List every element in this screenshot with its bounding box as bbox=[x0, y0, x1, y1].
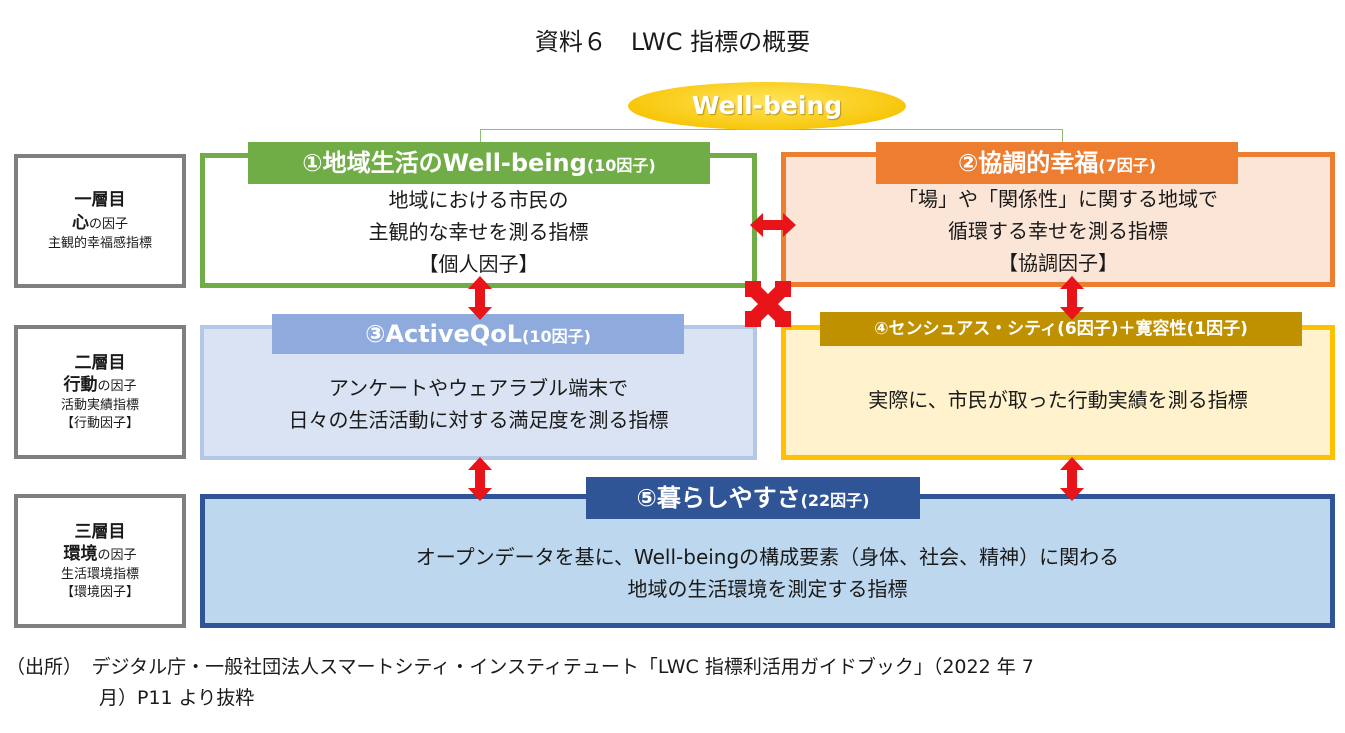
well-being-ellipse: Well-being bbox=[628, 82, 906, 130]
box-line: 「場」や「関係性」に関する地域で bbox=[898, 186, 1218, 211]
box-line: 地域の生活環境を測定する指標 bbox=[627, 577, 908, 601]
box-header-livability: ⑤暮らしやすさ(22因子) bbox=[586, 477, 920, 519]
layer-desc: 生活環境指標 bbox=[60, 567, 139, 583]
page-title: 資料６ LWC 指標の概要 bbox=[534, 28, 811, 56]
box-line: オープンデータを基に、Well-beingの構成要素（身体、社会、精神）に関わる bbox=[415, 545, 1120, 569]
box-line: 地域における市民の bbox=[388, 187, 569, 212]
source-note: （出所） デジタル庁・一般社団法人スマートシティ・インスティテュート「LWC 指… bbox=[6, 652, 1034, 714]
cross-arrows-icon bbox=[745, 281, 791, 327]
layer-heading: 心の因子 bbox=[71, 213, 128, 234]
layer-heading: 行動の因子 bbox=[63, 375, 137, 396]
box-header-cooperative: ②協調的幸福(7因子) bbox=[876, 142, 1238, 184]
box-line: 【個人因子】 bbox=[418, 251, 539, 276]
layer-level: 一層目 bbox=[74, 190, 126, 211]
box-header-active-qol: ③ActiveQoL(10因子) bbox=[272, 314, 684, 354]
arrow-vertical-icon bbox=[468, 276, 492, 320]
source-line: 月）P11 より抜粋 bbox=[99, 687, 255, 709]
box-line: 循環する幸せを測る指標 bbox=[948, 218, 1168, 243]
layer-level: 三層目 bbox=[74, 521, 126, 542]
arrow-vertical-icon bbox=[1060, 457, 1084, 501]
box-cooperative-happiness: 「場」や「関係性」に関する地域で 循環する幸せを測る指標 【協調因子】 bbox=[781, 152, 1335, 287]
layer-tag: 【行動因子】 bbox=[60, 415, 139, 431]
arrow-horizontal-icon bbox=[750, 213, 796, 237]
box-line: アンケートやウェアラブル端末で bbox=[328, 375, 629, 400]
layer-tag: 【環境因子】 bbox=[60, 584, 139, 600]
layer-desc: 活動実績指標 bbox=[60, 398, 139, 414]
box-line: 日々の生活活動に対する満足度を測る指標 bbox=[288, 407, 669, 432]
box-line: 実際に、市民が取った行動実績を測る指標 bbox=[868, 387, 1248, 412]
layer-1-label: 一層目 心の因子 主観的幸福感指標 bbox=[14, 154, 186, 288]
box-line: 主観的な幸せを測る指標 bbox=[368, 219, 589, 244]
arrow-vertical-icon bbox=[468, 457, 492, 501]
box-header-local-life: ①地域生活のWell-being(10因子) bbox=[248, 142, 710, 184]
source-line: （出所） デジタル庁・一般社団法人スマートシティ・インスティテュート「LWC 指… bbox=[6, 656, 1034, 678]
box-line: 【協調因子】 bbox=[998, 250, 1118, 275]
layer-desc: 主観的幸福感指標 bbox=[47, 236, 152, 252]
layer-3-label: 三層目 環境の因子 生活環境指標 【環境因子】 bbox=[14, 494, 186, 628]
layer-level: 二層目 bbox=[74, 352, 126, 373]
layer-2-label: 二層目 行動の因子 活動実績指標 【行動因子】 bbox=[14, 325, 186, 459]
box-sensuous-city: 実際に、市民が取った行動実績を測る指標 bbox=[781, 325, 1335, 460]
arrow-vertical-icon bbox=[1060, 276, 1084, 320]
layer-heading: 環境の因子 bbox=[63, 544, 137, 565]
box-header-sensuous-city: ④センシュアス・シティ(6因子)＋寛容性(1因子) bbox=[820, 312, 1302, 346]
